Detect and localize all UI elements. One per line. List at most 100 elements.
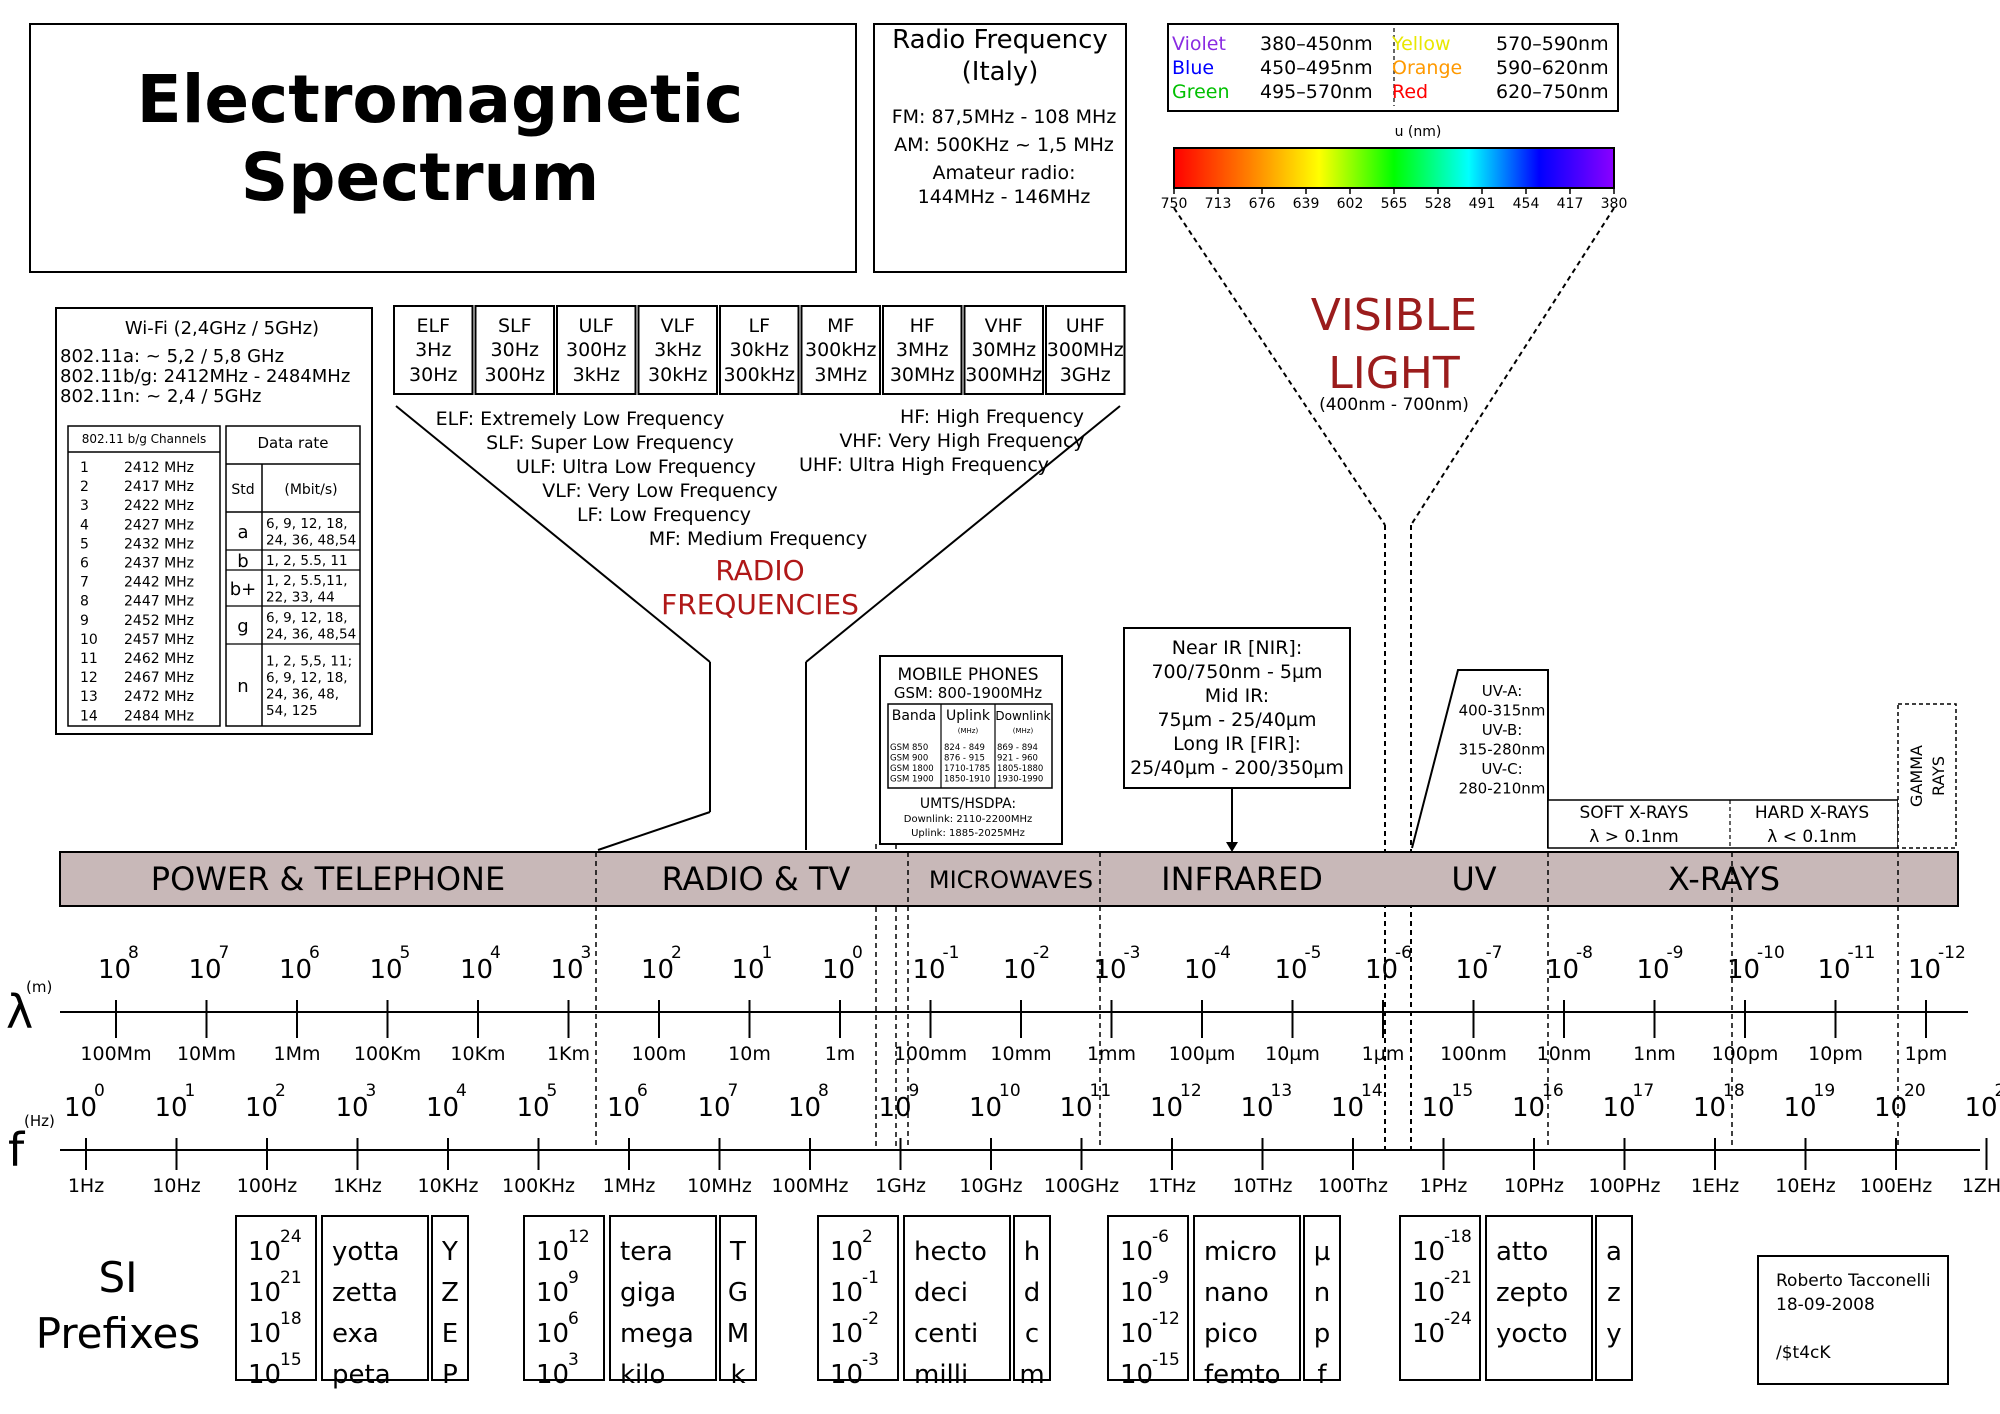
- radio-band-low: 3MHz: [896, 339, 949, 361]
- lambda-tick-label: 10µm: [1265, 1043, 1320, 1065]
- wifi-rate-values: 54, 125: [266, 703, 318, 719]
- mobile-uplink-range: 1710-1785: [944, 764, 990, 774]
- lambda-tick-base: 10: [370, 955, 403, 985]
- wifi-channel-number: 4: [80, 517, 89, 533]
- lambda-tick-label: 1Mm: [274, 1043, 321, 1065]
- f-tick-base: 10: [1965, 1093, 1998, 1123]
- wifi-channel-number: 9: [80, 613, 89, 629]
- lambda-tick-label: 100m: [632, 1043, 687, 1065]
- si-exponent: -2: [862, 1309, 879, 1329]
- wifi-title: Wi-Fi (2,4GHz / 5GHz): [125, 318, 319, 339]
- radio-band-name: SLF: [498, 315, 532, 337]
- wifi-channel-number: 10: [80, 632, 98, 648]
- wifi-channel-freq: 2467 MHz: [124, 670, 194, 686]
- wifi-channel-freq: 2442 MHz: [124, 575, 194, 591]
- si-symbol-box: [1595, 1215, 1633, 1381]
- f-tick-label: 100Hz: [237, 1175, 298, 1197]
- si-name-box: [903, 1215, 1011, 1381]
- lambda-tick-label: 1m: [825, 1043, 856, 1065]
- wifi-std-header: Std: [231, 482, 254, 498]
- band-legend-left-item: LF: Low Frequency: [577, 504, 751, 526]
- si-base: 10: [248, 1237, 281, 1267]
- si-name-box: [609, 1215, 717, 1381]
- si-base: 10: [1120, 1278, 1153, 1308]
- f-tick-label: 1MHz: [603, 1175, 656, 1197]
- f-tick-base: 10: [1241, 1093, 1274, 1123]
- spectrum-unit-label: u (nm): [1395, 124, 1442, 140]
- si-prefix-symbol: G: [728, 1278, 748, 1308]
- band-legend-right-item: HF: High Frequency: [900, 406, 1084, 428]
- si-base: 10: [536, 1278, 569, 1308]
- si-symbol-box: [1013, 1215, 1051, 1381]
- radio-funnel: [395, 405, 1121, 851]
- band-legend-left-item: SLF: Super Low Frequency: [486, 432, 734, 454]
- band-legend-left-item: VLF: Very Low Frequency: [542, 480, 777, 502]
- mobile-header: Banda: [892, 708, 937, 724]
- si-prefix-symbol: m: [1019, 1360, 1044, 1390]
- si-symbol-box: [431, 1215, 469, 1381]
- si-prefix-symbol: Z: [441, 1278, 459, 1308]
- lambda-tick-exponent: 6: [309, 943, 320, 963]
- lambda-tick-label: 100Mm: [80, 1043, 151, 1065]
- region-label: UV: [1451, 860, 1496, 898]
- si-exponent: -12: [1152, 1309, 1180, 1329]
- si-base: 10: [830, 1360, 863, 1390]
- gamma-box: GAMMA RAYS: [1897, 703, 1957, 849]
- lambda-tick-label: 100Km: [354, 1043, 421, 1065]
- region-label: INFRARED: [1161, 860, 1323, 898]
- wifi-channel-freq: 2462 MHz: [124, 651, 194, 667]
- si-exponent: 6: [568, 1309, 579, 1329]
- lambda-tick-exponent: -11: [1848, 943, 1876, 963]
- f-tick-label: 10MHz: [687, 1175, 752, 1197]
- si-exponent: 18: [280, 1309, 302, 1329]
- mobile-uplink: Uplink: 1885-2025MHz: [911, 828, 1025, 839]
- mobile-downlink-range: 1930-1990: [997, 775, 1043, 785]
- color-range-violet: 380–450nm: [1260, 33, 1373, 55]
- ir-line: 700/750nm - 5µm: [1151, 661, 1322, 683]
- wavelength-axis: λ (m) 108100Mm10710Mm1061Mm105100Km10410…: [6, 943, 1968, 1065]
- wifi-std: a: [237, 522, 248, 543]
- lambda-tick-exponent: 1: [762, 943, 773, 963]
- radio-band-low: 30Hz: [491, 339, 539, 361]
- f-tick-base: 10: [517, 1093, 550, 1123]
- spectrum-tick-label: 454: [1513, 196, 1540, 212]
- f-tick-base: 10: [155, 1093, 188, 1123]
- author-name: Roberto Tacconelli: [1776, 1271, 1931, 1291]
- uv-line: UV-A:: [1482, 682, 1523, 700]
- wifi-rate-values: 1, 2, 5.5,11,: [266, 573, 348, 589]
- ir-line: Long IR [FIR]:: [1173, 733, 1301, 755]
- f-tick-label: 100PHz: [1589, 1175, 1661, 1197]
- uv-line: UV-C:: [1481, 760, 1522, 778]
- si-base: 10: [248, 1360, 281, 1390]
- f-tick-label: 100EHz: [1860, 1175, 1933, 1197]
- lambda-tick-exponent: 7: [219, 943, 230, 963]
- radio-band-high: 3kHz: [573, 364, 620, 386]
- radio-band-box-slf: [474, 305, 555, 395]
- wifi-channel-freq: 2432 MHz: [124, 536, 194, 552]
- f-tick-base: 10: [426, 1093, 459, 1123]
- si-exponent-box: [1399, 1215, 1481, 1381]
- spectrum-tick-label: 639: [1293, 196, 1320, 212]
- spectrum-tick-label: 602: [1337, 196, 1364, 212]
- wifi-rate-values: 1, 2, 5.5, 11: [266, 553, 348, 569]
- mobile-uplink-range: 876 - 915: [944, 754, 985, 764]
- uv-box: UV-A:400-315nmUV-B:315-280nmUV-C:280-210…: [1411, 669, 1549, 849]
- lambda-tick-label: 10pm: [1808, 1043, 1863, 1065]
- si-prefix-name: pico: [1204, 1319, 1258, 1349]
- si-prefix-name: peta: [332, 1360, 391, 1390]
- lambda-tick-label: 10mm: [990, 1043, 1051, 1065]
- f-tick-exponent: 13: [1271, 1081, 1293, 1101]
- lambda-tick-label: 100nm: [1440, 1043, 1507, 1065]
- mobile-band: GSM 900: [890, 754, 928, 764]
- radio-band-name: VHF: [985, 315, 1023, 337]
- radio-band-low: 300Hz: [566, 339, 627, 361]
- radio-band-high: 3MHz: [814, 364, 867, 386]
- visible-light-title-1: VISIBLE: [1311, 290, 1477, 341]
- mobile-title: MOBILE PHONES: [897, 665, 1038, 685]
- mobile-uplink-range: 824 - 849: [944, 743, 985, 753]
- si-prefix-symbol: h: [1024, 1237, 1040, 1267]
- lambda-tick-exponent: -9: [1667, 943, 1684, 963]
- color-name-yellow: Yellow: [1391, 33, 1451, 55]
- lambda-tick-base: 10: [1727, 955, 1760, 985]
